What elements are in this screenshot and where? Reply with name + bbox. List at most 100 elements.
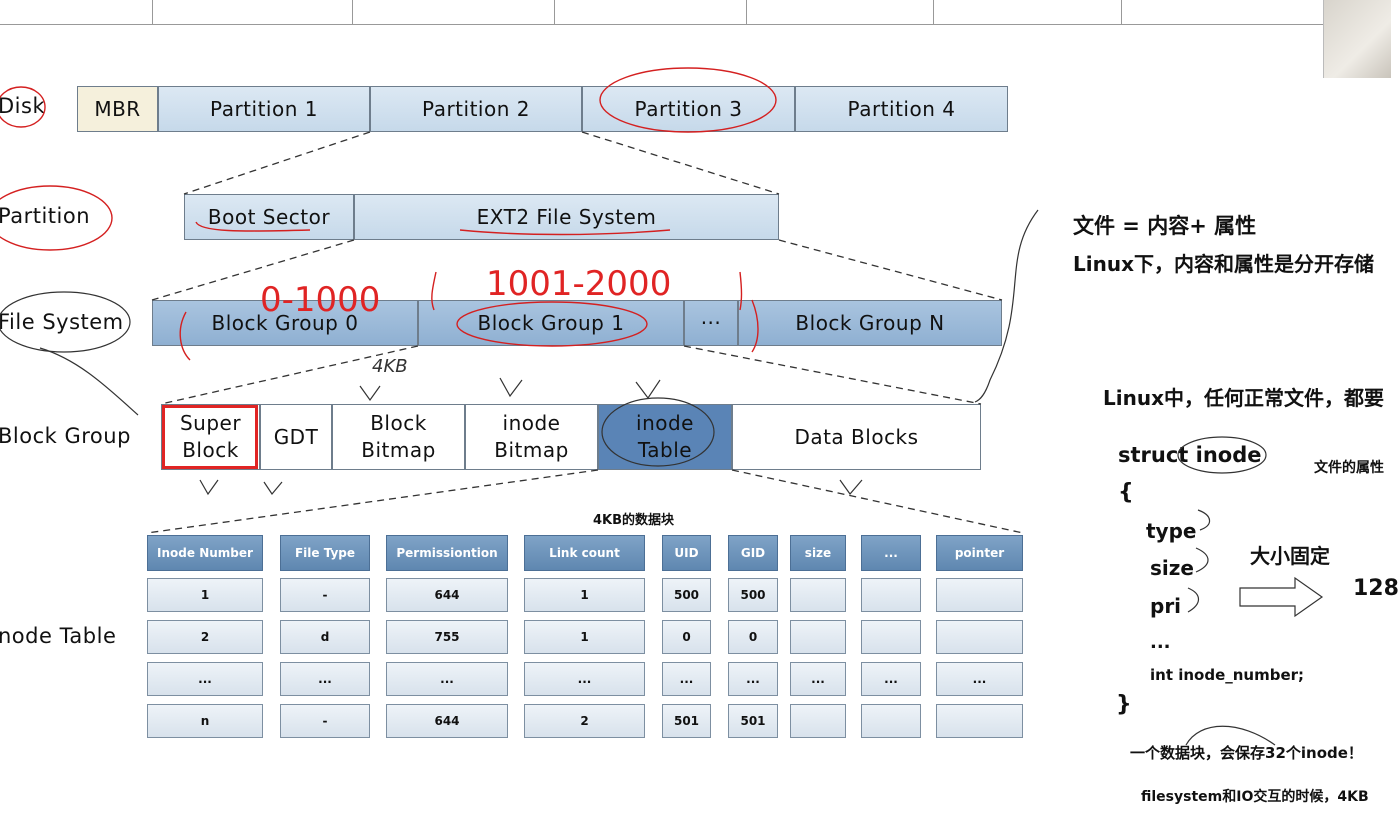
zoom-line	[160, 345, 419, 405]
label-disk: Disk	[0, 94, 46, 118]
inode-table-cell	[790, 620, 846, 654]
partition-2-box: Partition 2	[370, 86, 582, 132]
inode-table-cell: d	[280, 620, 370, 654]
label-file-system: File System	[0, 310, 124, 334]
mark-tick	[739, 271, 743, 311]
note-field-size: size	[1150, 556, 1194, 580]
zoom-line	[581, 131, 780, 195]
circle-file-system	[0, 291, 131, 353]
zoom-line	[731, 469, 1024, 534]
grid-line	[152, 0, 153, 24]
block-bitmap-line2: Bitmap	[361, 438, 436, 462]
inode-table-header: Permissiontion	[386, 535, 508, 571]
inode-table-cell: ...	[662, 662, 711, 696]
annotation-range-0-1000: 0-1000	[260, 280, 381, 320]
block-group-n-box: Block Group N	[738, 300, 1002, 346]
annotation-range-1001-2000: 1001-2000	[486, 264, 672, 304]
zoom-line	[778, 239, 1003, 301]
inode-table-cell: 2	[147, 620, 263, 654]
inode-table-cell: ...	[524, 662, 645, 696]
inode-table-cell: 500	[662, 578, 711, 612]
grid-line	[746, 0, 747, 24]
ext2-file-system-box: EXT2 File System	[354, 194, 779, 240]
circle-inode-table	[601, 397, 715, 467]
hand-check	[263, 481, 283, 496]
grid-line	[352, 0, 353, 24]
inode-table-header: Inode Number	[147, 535, 263, 571]
inode-table-cell	[936, 620, 1023, 654]
zoom-line	[683, 345, 982, 405]
label-block-group: Block Group	[0, 424, 131, 448]
inode-table-cell	[861, 578, 921, 612]
inode-table-cell: 755	[386, 620, 508, 654]
boot-sector-box: Boot Sector	[184, 194, 354, 240]
mbr-box: MBR	[77, 86, 158, 132]
handwritten-4kb: 4KB	[372, 356, 408, 377]
super-block-line1: Super	[179, 411, 242, 435]
inode-table-line2: Table	[637, 438, 693, 462]
partition-4-box: Partition 4	[795, 86, 1008, 132]
mark-underline	[195, 221, 311, 232]
hand-brace	[1195, 547, 1209, 573]
circle-block-group-1	[456, 301, 648, 347]
webcam-thumbnail	[1323, 0, 1391, 78]
mark-bracket	[179, 311, 191, 361]
label-inode-table: node Table	[0, 624, 117, 648]
note-field-ellipsis: ...	[1150, 632, 1171, 653]
hand-scribble	[1185, 725, 1276, 746]
inode-table-header: File Type	[280, 535, 370, 571]
note-separate-storage: Linux下，内容和属性是分开存储	[1073, 252, 1374, 276]
zoom-line	[183, 131, 371, 195]
inode-table-cell: n	[147, 704, 263, 738]
inode-table-cell: ...	[790, 662, 846, 696]
grid-line	[1121, 0, 1122, 24]
note-block-holds-32: 一个数据块，会保存32个inode！	[1130, 744, 1363, 762]
data-blocks-box: Data Blocks	[732, 404, 981, 470]
inode-table-cell: 0	[662, 620, 711, 654]
hand-brace	[1197, 509, 1211, 531]
mark-bracket	[751, 299, 759, 353]
circle-partition-3	[599, 67, 777, 133]
inode-table-cell	[861, 620, 921, 654]
note-field-inode-number: int inode_number;	[1150, 666, 1305, 684]
note-brace-open: {	[1118, 480, 1134, 505]
inode-bitmap-line1: inode	[502, 411, 561, 435]
inode-table-cell	[790, 704, 846, 738]
inode-table-cell: ...	[936, 662, 1023, 696]
partition-1-box: Partition 1	[158, 86, 370, 132]
super-block-line2: Block	[182, 438, 239, 462]
hand-arrow	[39, 347, 139, 416]
zoom-line	[151, 239, 355, 301]
hand-check	[635, 379, 661, 400]
hand-brace	[1187, 587, 1200, 613]
note-field-type: type	[1146, 519, 1197, 543]
inode-table-header: Link count	[524, 535, 645, 571]
inode-table-cell: 2	[524, 704, 645, 738]
partition-3-box: Partition 3	[582, 86, 795, 132]
note-every-file: Linux中，任何正常文件，都要	[1103, 386, 1384, 410]
inode-table-caption: 4KB的数据块	[593, 513, 675, 528]
hand-check	[839, 479, 863, 495]
circle-struct-inode	[1177, 436, 1267, 474]
inode-table-cell: 1	[524, 578, 645, 612]
note-size-128: 128	[1353, 576, 1399, 601]
arrow-right-icon	[1239, 576, 1324, 618]
inode-table-cell: ...	[280, 662, 370, 696]
inode-table-cell: 501	[728, 704, 778, 738]
label-partition: Partition	[0, 204, 91, 228]
circle-partition	[0, 185, 113, 251]
inode-table-header: size	[790, 535, 846, 571]
note-brace-close: }	[1116, 692, 1132, 717]
inode-table-line1: inode	[636, 411, 694, 435]
note-filesystem-io: filesystem和IO交互的时候，4KB	[1141, 789, 1369, 805]
block-bitmap-line1: Block	[370, 411, 427, 435]
inode-table-cell: 1	[524, 620, 645, 654]
note-struct-inode: struct inode	[1118, 443, 1262, 467]
hand-check	[199, 479, 219, 496]
inode-bitmap-line2: Bitmap	[494, 438, 569, 462]
mark-underline	[459, 229, 671, 236]
